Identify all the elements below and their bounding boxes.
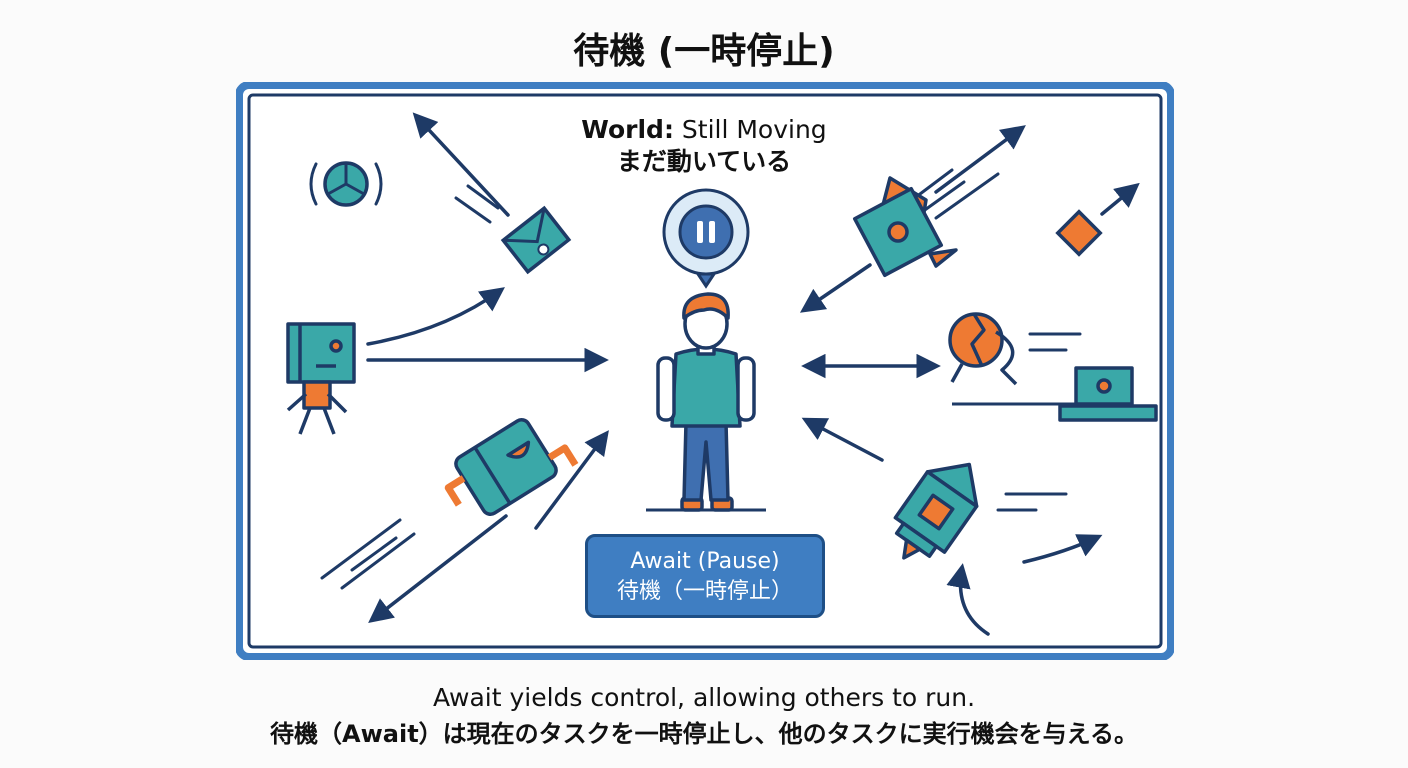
world-label-jp: まだ動いている	[616, 147, 792, 176]
await-badge: Await (Pause) 待機（一時停止）	[585, 534, 825, 618]
document-icon	[852, 176, 958, 278]
pie-chart-icon	[309, 161, 383, 207]
pause-icon	[662, 188, 750, 289]
laptop-icon	[1058, 366, 1158, 422]
rocket-icon	[893, 462, 979, 560]
world-label-lead: World:	[581, 115, 674, 144]
robot-icon	[286, 322, 356, 435]
await-badge-en: Await (Pause)	[630, 549, 780, 574]
caption-jp: 待機（Await）は現在のタスクを一時停止し、他のタスクに実行機会を与える。	[270, 720, 1138, 748]
arrow-up-right-lower	[534, 430, 609, 530]
arrow-curve-to-envelope	[366, 287, 505, 346]
caption-en: Await yields control, allowing others to…	[432, 683, 976, 712]
person-figure	[646, 292, 766, 512]
caption: Await yields control, allowing others to…	[0, 680, 1408, 752]
arrow-upper-right	[934, 125, 1026, 194]
await-badge-jp: 待機（一時停止）	[616, 579, 793, 604]
arrow-to-person-lower	[801, 417, 884, 462]
globe-icon	[948, 312, 1116, 406]
arrow-to-person-upper	[799, 263, 872, 313]
arrow-down-left	[368, 514, 508, 624]
envelope-icon	[500, 205, 572, 275]
arrow-diamond-out	[1100, 182, 1140, 216]
world-label: World: Still Moving まだ動いている	[500, 114, 908, 178]
robot-rolling-icon	[444, 418, 579, 516]
arrow-rocket-curve	[1022, 534, 1103, 564]
page-title: 待機 (一時停止)	[573, 31, 835, 72]
world-label-rest: Still Moving	[673, 115, 827, 144]
diamond-icon	[1055, 209, 1103, 257]
diagram-canvas	[236, 82, 1174, 660]
arrow-bottom-curve	[946, 563, 990, 636]
arrow-up-left	[412, 112, 510, 217]
